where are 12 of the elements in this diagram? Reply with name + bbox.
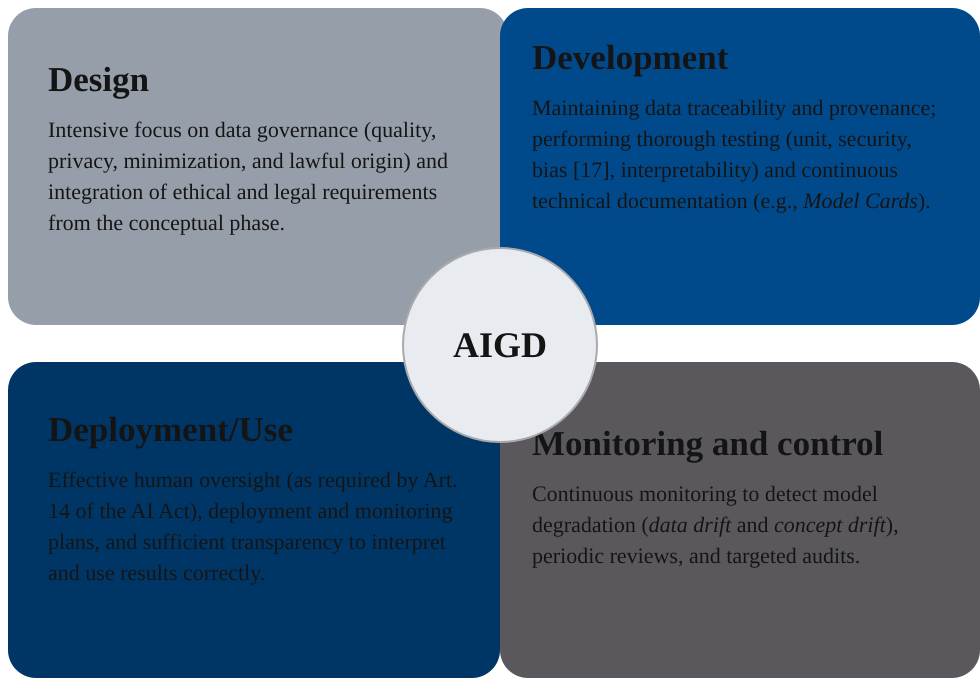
center-label: AIGD [452,324,547,366]
phase-card [500,8,980,325]
card-description: Effective human oversight (as required by Art. 14 of the AI Act), deployment and monitoring plans, and sufficient transparency to interpret and use results correctly. [48,466,459,587]
card-heading: Monitoring and control [532,424,884,464]
card-description: Continuous monitoring to detect model degradation (data drift and concept drift), periodic reviews, and targeted audits. [532,480,900,570]
card-heading: Development [532,38,728,78]
card-description: Maintaining data traceability and provenance; performing thorough testing (unit, security, bias [17], interpretability) and continuous technical documentation (e.g., Model Cards). [532,94,938,215]
phase-card [500,362,980,678]
card-heading: Deployment/Use [48,410,293,450]
card-heading: Design [48,60,150,100]
card-description: Intensive focus on data governance (quality, privacy, minimization, and lawful origin) and integration of ethical and legal requirements from the conceptual phase. [48,116,449,237]
phase-card [8,362,500,678]
